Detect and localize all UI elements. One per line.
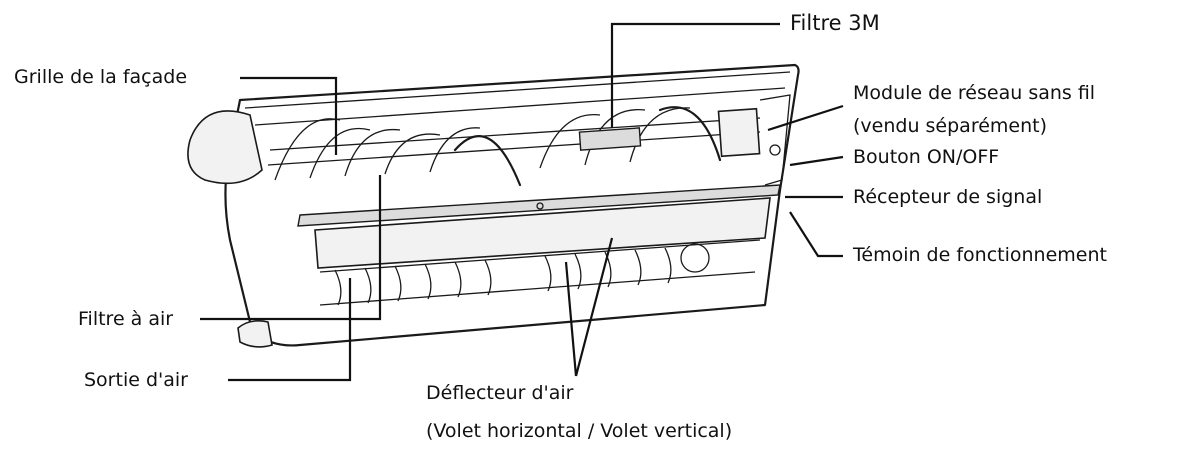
label-on-off-button: Bouton ON/OFF: [853, 146, 999, 168]
label-operation-indicator: Témoin de fonctionnement: [853, 244, 1107, 266]
filter-3m-insert: [579, 128, 640, 150]
leader-operation-indicator: [790, 212, 843, 256]
right-side-panel: [719, 95, 790, 185]
label-signal-receiver: Récepteur de signal: [853, 186, 1042, 208]
label-wifi-module-line2: (vendu séparément): [853, 115, 1047, 137]
label-wifi-module-line1: Module de réseau sans fil: [853, 82, 1095, 104]
lower-left-bracket: [238, 321, 272, 347]
label-air-filter: Filtre à air: [78, 308, 173, 330]
leader-on-off: [790, 157, 843, 165]
leader-wifi-module: [768, 106, 843, 130]
label-front-grille: Grille de la façade: [14, 66, 187, 88]
leader-deflector-vertical: [566, 262, 576, 376]
front-panel: [188, 111, 262, 183]
leader-deflector-horizontal: [576, 238, 612, 376]
label-air-deflector-line2: (Volet horizontal / Volet vertical): [426, 420, 732, 442]
label-air-outlet: Sortie d'air: [84, 369, 188, 391]
label-filter-3m: Filtre 3M: [790, 12, 880, 34]
label-air-deflector-line1: Déflecteur d'air: [426, 382, 573, 404]
